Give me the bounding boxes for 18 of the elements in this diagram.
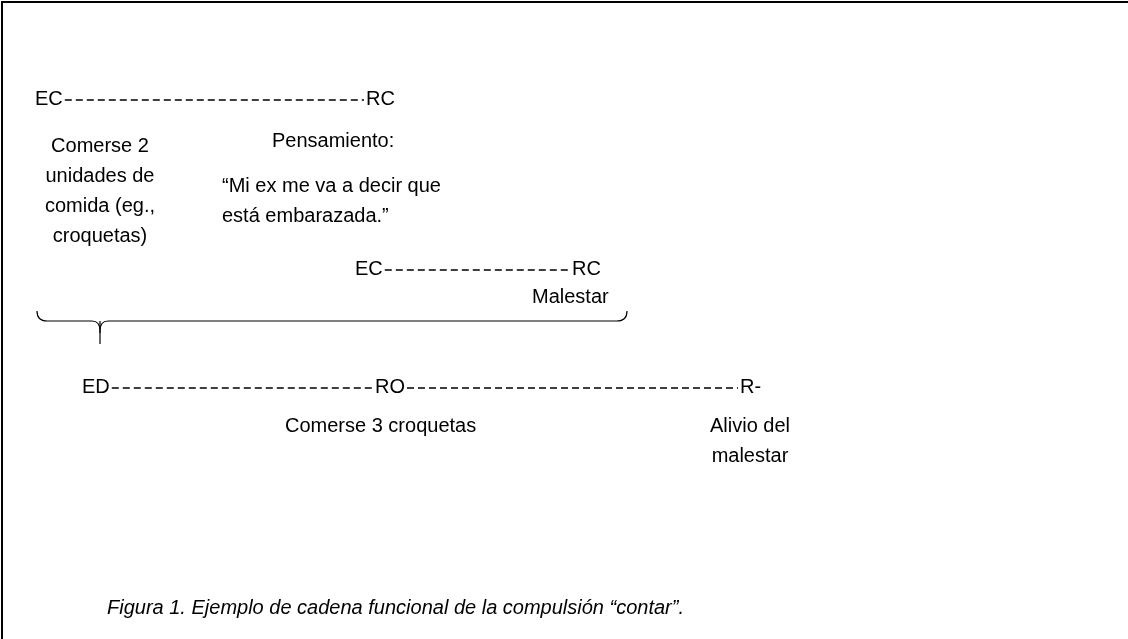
dashed-connector: [111, 387, 374, 389]
text-note: Alivio del malestar: [708, 413, 791, 468]
text-note: Comerse 2 unidades de comida (eg., croquetas): [43, 133, 157, 248]
text-note: Malestar: [532, 284, 609, 309]
chain-term: RO: [375, 371, 405, 401]
text-note: Pensamiento:: [272, 128, 395, 153]
dashed-connector: [384, 269, 571, 271]
text-note: Comerse 3 croquetas: [285, 413, 477, 438]
chain-term: EC: [35, 83, 63, 113]
text-note: “Mi ex me va a decir que está embarazada.”: [222, 173, 442, 228]
chain-term: ED: [82, 371, 110, 401]
chain-term: EC: [355, 253, 383, 283]
chain-term: R-: [740, 371, 762, 401]
figure-caption: Figura 1. Ejemplo de cadena funcional de la compulsión “contar”.: [107, 595, 684, 620]
chain-term: RC: [572, 253, 601, 283]
dashed-connector: [406, 387, 739, 389]
dashed-connector: [64, 99, 365, 101]
chain-term: RC: [366, 83, 395, 113]
